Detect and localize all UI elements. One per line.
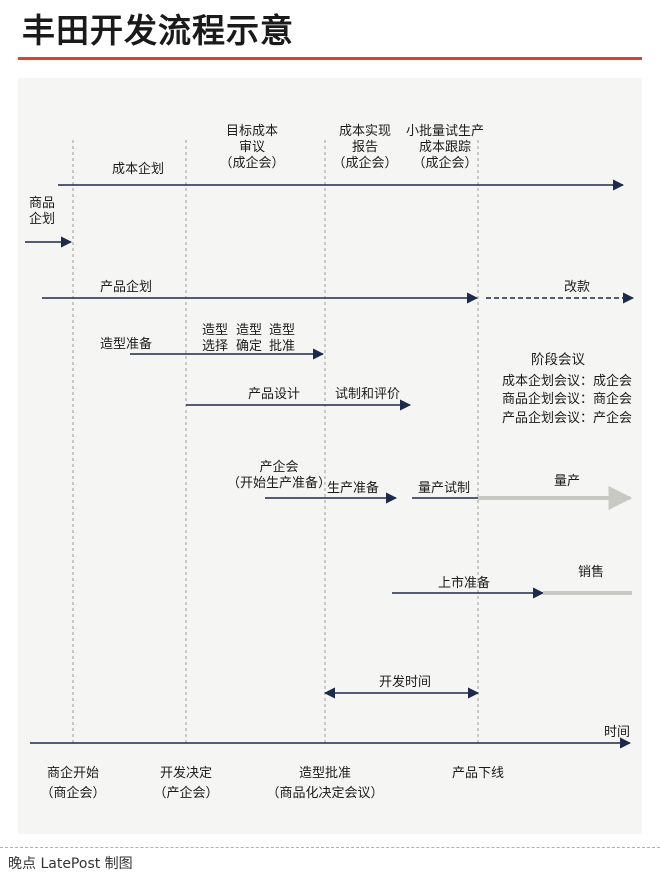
footer-credit: 晚点 LatePost 制图 [8, 856, 133, 872]
cost-plan-label: 成本企划 [112, 162, 165, 177]
mass-production-label: 量产 [554, 474, 581, 489]
styling-step-3: 造型 批准 [269, 323, 296, 354]
trial-eval-label: 试制和评价 [335, 387, 401, 402]
model-change-label: 改款 [564, 280, 591, 295]
prod-council-label: 产企会（开始生产准备） [226, 460, 332, 491]
product-design-label: 产品设计 [248, 387, 301, 402]
milestone-3: 造型批准（商品化决定会议） [266, 766, 384, 801]
product-plan-left-label: 商品企划 [29, 196, 56, 227]
styling-step-1: 造型 选择 [202, 323, 229, 354]
milestone-1: 商企开始（商企会） [40, 766, 106, 801]
pilot-production-label: 小批量试生产成本跟踪（成企会） [405, 124, 485, 171]
production-prep-label: 生产准备 [327, 481, 380, 496]
dev-time-label: 开发时间 [378, 675, 432, 690]
target-cost-label: 目标成本审议（成企会） [219, 124, 285, 171]
styling-prep-label: 造型准备 [100, 337, 153, 352]
market-prep-label: 上市准备 [438, 576, 491, 591]
mass-trial-label: 量产试制 [418, 481, 471, 496]
milestone-4: 产品下线 [451, 766, 505, 781]
page-title: 丰田开发流程示意 [22, 11, 294, 50]
meetings-heading: 阶段会议 [531, 352, 585, 368]
styling-step-2: 造型 确定 [236, 323, 263, 354]
title-underline [18, 57, 642, 60]
meeting-item-3: 产品企划会议：产企会 [501, 411, 632, 426]
cost-report-label: 成本实现报告（成企会） [332, 124, 398, 171]
milestone-2: 开发决定（产企会） [153, 766, 219, 801]
footer-divider [0, 847, 660, 848]
time-label: 时间 [604, 725, 631, 740]
product-plan-label: 产品企划 [100, 280, 153, 295]
sales-label: 销售 [578, 565, 605, 580]
meeting-item-1: 成本企划会议：成企会 [501, 374, 632, 389]
meeting-item-2: 商品企划会议：商企会 [501, 392, 632, 407]
diagram-panel [18, 78, 642, 834]
